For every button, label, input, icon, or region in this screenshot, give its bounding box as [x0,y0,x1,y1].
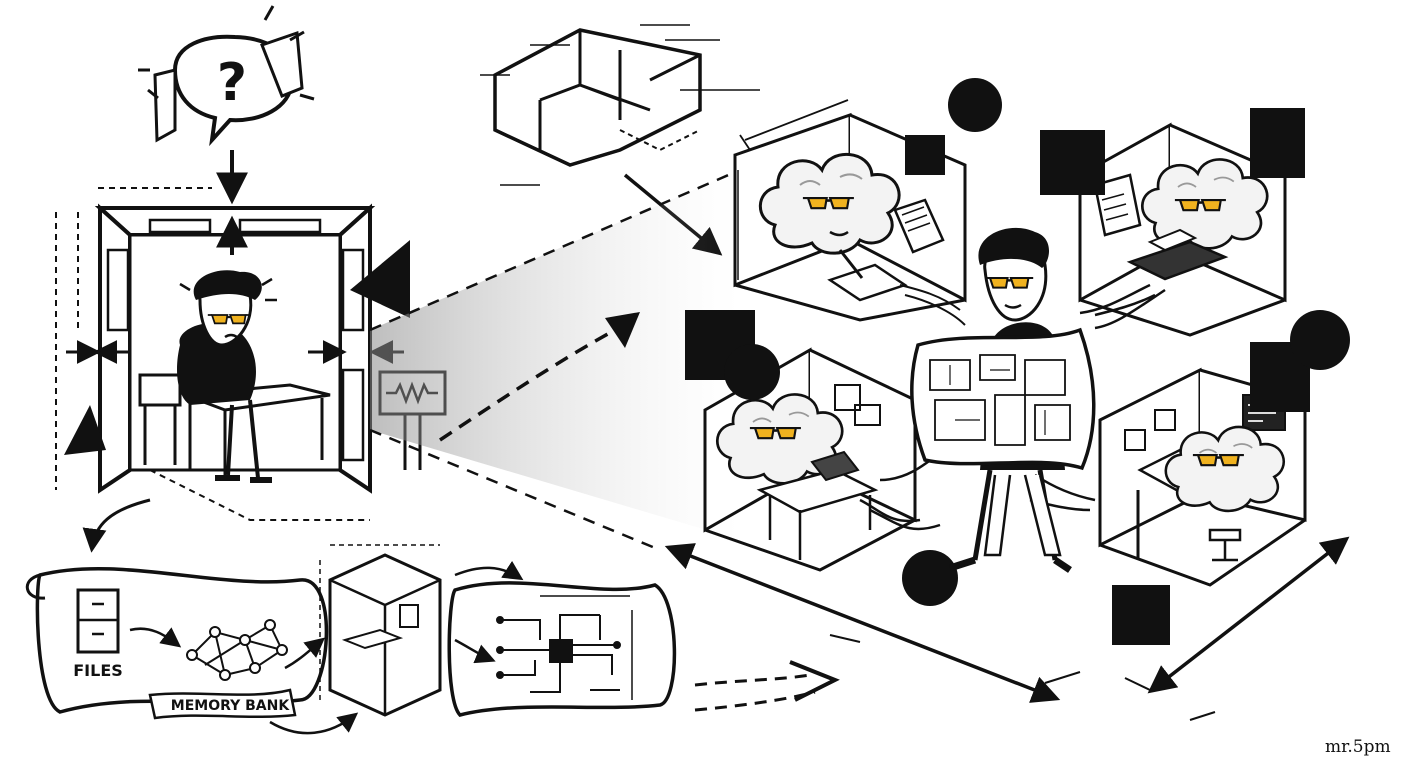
typewriter-icon [1126,228,1229,281]
question-mark: ? [217,53,247,113]
memory-bank-label: MEMORY BANK [171,698,291,714]
blueprint-icon [910,327,1096,471]
office-floor [664,78,1350,721]
artist-signature: mr.5pm [1325,737,1391,757]
architect-person [910,227,1096,573]
cubicle-typewriter [1040,108,1305,337]
projection-beam [370,170,740,540]
cubicle-writer [733,78,1002,326]
cubicle-engineer [685,310,958,606]
circuit-board-icon [496,614,621,693]
filing-cabinet-icon [76,588,120,654]
question-bubble-group: ? [138,5,315,205]
network-graph-icon [186,619,288,681]
cubicle-designer [1029,310,1350,645]
files-label: FILES [73,661,123,680]
small-booth [55,187,447,521]
pipeline-scroll: FILES MEMORY BANK [26,544,840,735]
floor-plan [480,24,760,256]
